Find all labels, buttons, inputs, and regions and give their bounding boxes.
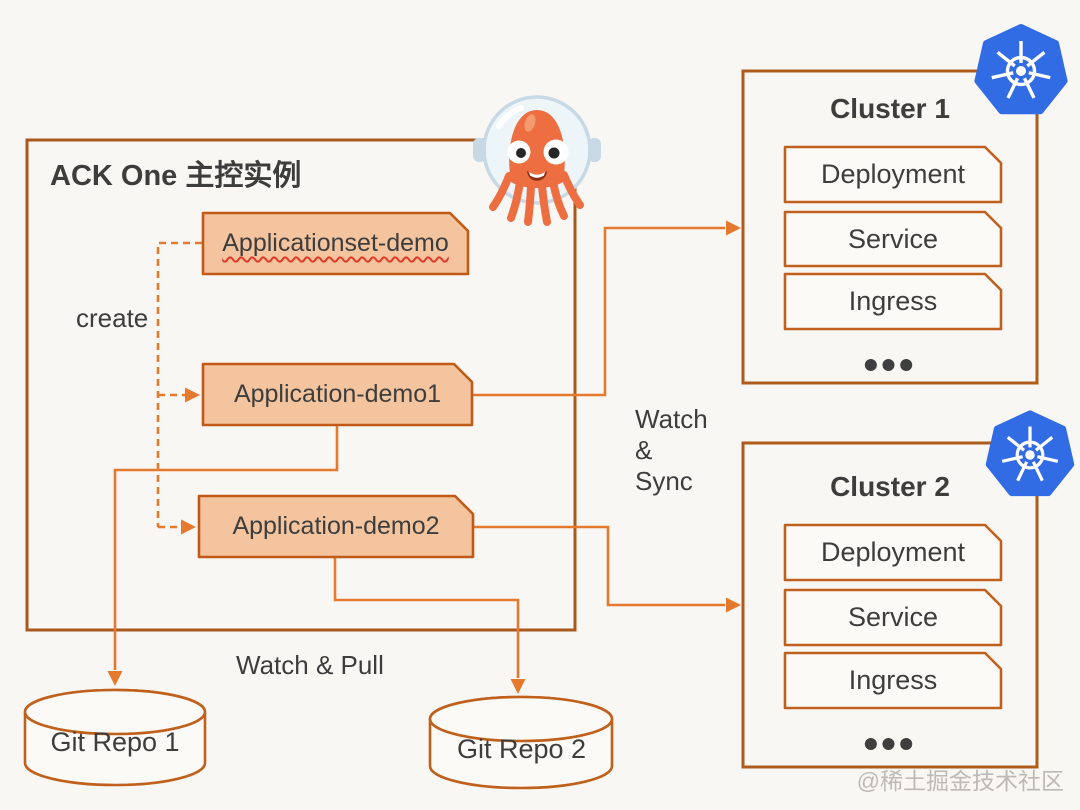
gitrepo2-cylinder-top	[428, 695, 614, 743]
watermark: @稀土掘金技术社区	[856, 768, 1064, 794]
arrowhead-gitrepo2	[510, 679, 526, 694]
application-demo1-label: Application-demo1	[233, 380, 442, 408]
helmet-handle-left	[473, 138, 486, 162]
k8s-wheel-rim	[1005, 55, 1037, 87]
kubernetes-logo-cluster2-icon	[985, 410, 1075, 497]
edge-create-dashed	[156, 241, 202, 529]
edge-demo1-to-gitrepo1	[113, 425, 339, 670]
head-highlight	[524, 114, 536, 132]
cluster1-service-label: Service	[847, 223, 939, 254]
cluster1-box	[741, 69, 1039, 385]
cluster2-ingress-box	[783, 651, 1003, 710]
connectors	[113, 226, 725, 678]
k8s-wheel-spokes	[991, 41, 1051, 99]
cluster2-service-box	[783, 588, 1003, 647]
octopus-head	[509, 110, 565, 188]
edge-demo1-to-cluster1	[472, 226, 725, 397]
cluster2-deployment-label: Deployment	[820, 537, 966, 567]
cluster2-ellipsis: •••	[863, 720, 917, 767]
k8s-wheel-hub	[1016, 66, 1026, 76]
create-label: create	[76, 303, 149, 333]
arrowhead-cluster1	[726, 220, 741, 236]
arrowhead-create-demo2	[181, 519, 196, 535]
kubernetes-logo-cluster1-icon	[974, 24, 1068, 115]
cluster-resource-boxes	[783, 145, 1003, 710]
watch-pull-label: Watch & Pull	[236, 650, 384, 680]
gitrepo1-label: Git Repo 1	[50, 727, 180, 757]
ack-one-master-box	[25, 138, 577, 632]
cluster2-service-label: Service	[847, 602, 939, 632]
helmet-handle-right	[588, 138, 601, 162]
cluster1-ellipsis: •••	[863, 341, 917, 388]
helmet-highlight	[496, 105, 524, 129]
cluster2-box	[741, 441, 1039, 769]
arrowhead-gitrepo1	[107, 671, 123, 686]
cluster1-service-box	[783, 210, 1003, 268]
applicationset-demo-label: Applicationset-demo	[203, 213, 468, 274]
octopus-teeth	[529, 172, 545, 178]
k8s-wheel-spokes	[1001, 426, 1059, 482]
edge-demo2-to-cluster2	[473, 525, 725, 607]
application-demo1-box	[201, 362, 474, 427]
cluster2-deployment-box	[783, 523, 1003, 582]
argocd-octopus-mascot-icon	[473, 95, 601, 226]
cluster2-ingress-label: Ingress	[848, 665, 938, 695]
cluster1-deployment-box	[783, 145, 1003, 204]
gitrepo2-label: Git Repo 2	[456, 734, 587, 764]
cluster1-ingress-label: Ingress	[848, 286, 938, 316]
cluster2-title: Cluster 2	[830, 471, 950, 502]
cluster1-title: Cluster 1	[830, 93, 950, 124]
k8s-wheel-rim	[1015, 440, 1045, 470]
arrowhead-create-demo1	[185, 387, 200, 403]
cluster1-ingress-box	[783, 272, 1003, 331]
applicationset-demo-box	[201, 211, 470, 276]
cluster1-deployment-label: Deployment	[820, 159, 966, 189]
application-demo2-box	[197, 494, 475, 559]
arrowheads	[107, 220, 741, 694]
application-boxes	[197, 211, 475, 559]
arrowhead-cluster2	[726, 597, 741, 613]
applicationset-demo-text: Applicationset-demo	[222, 229, 449, 257]
ack-one-title: ACK One 主控实例	[50, 160, 302, 192]
watch-sync-label: Watch & Sync	[635, 404, 708, 496]
edge-demo2-to-gitrepo2	[333, 557, 520, 678]
application-demo2-label: Application-demo2	[232, 512, 440, 540]
gitrepo1-cylinder-top	[23, 688, 207, 736]
git-repo-cylinders	[23, 688, 614, 790]
k8s-wheel-hub	[1025, 450, 1035, 460]
